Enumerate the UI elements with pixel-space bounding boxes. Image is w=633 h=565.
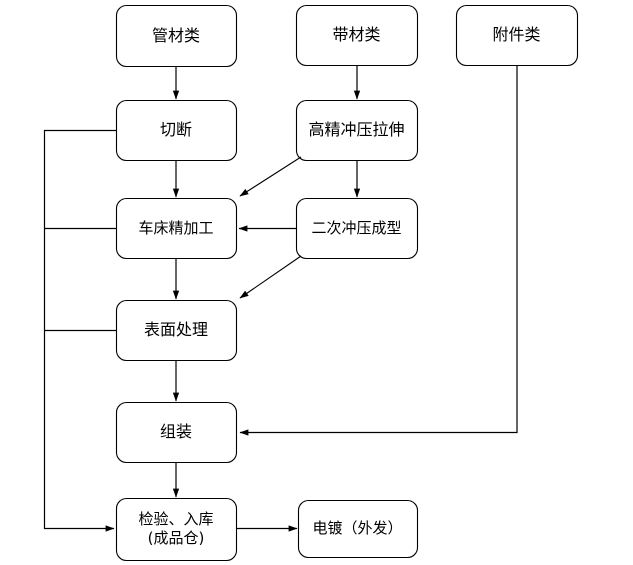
- node-box-restamp[interactable]: [295, 197, 419, 260]
- node-box-plating[interactable]: [297, 499, 419, 559]
- node-box-assembly[interactable]: [115, 401, 238, 464]
- edge-rework-bus-to-inspection: [43, 129, 116, 532]
- edge-accessory-to-assembly: [239, 65, 518, 436]
- node-box-tube[interactable]: [115, 4, 238, 68]
- node-box-strip[interactable]: [295, 4, 419, 67]
- node-box-cutting[interactable]: [115, 99, 238, 162]
- edge-restamp-to-surface: [239, 255, 302, 299]
- node-box-stamping[interactable]: [295, 99, 419, 162]
- node-box-inspection[interactable]: [115, 497, 238, 562]
- edge-stamping-to-lathe: [239, 156, 302, 197]
- node-box-accessory[interactable]: [455, 4, 579, 67]
- node-box-surface[interactable]: [115, 299, 238, 362]
- node-box-lathe[interactable]: [115, 197, 238, 260]
